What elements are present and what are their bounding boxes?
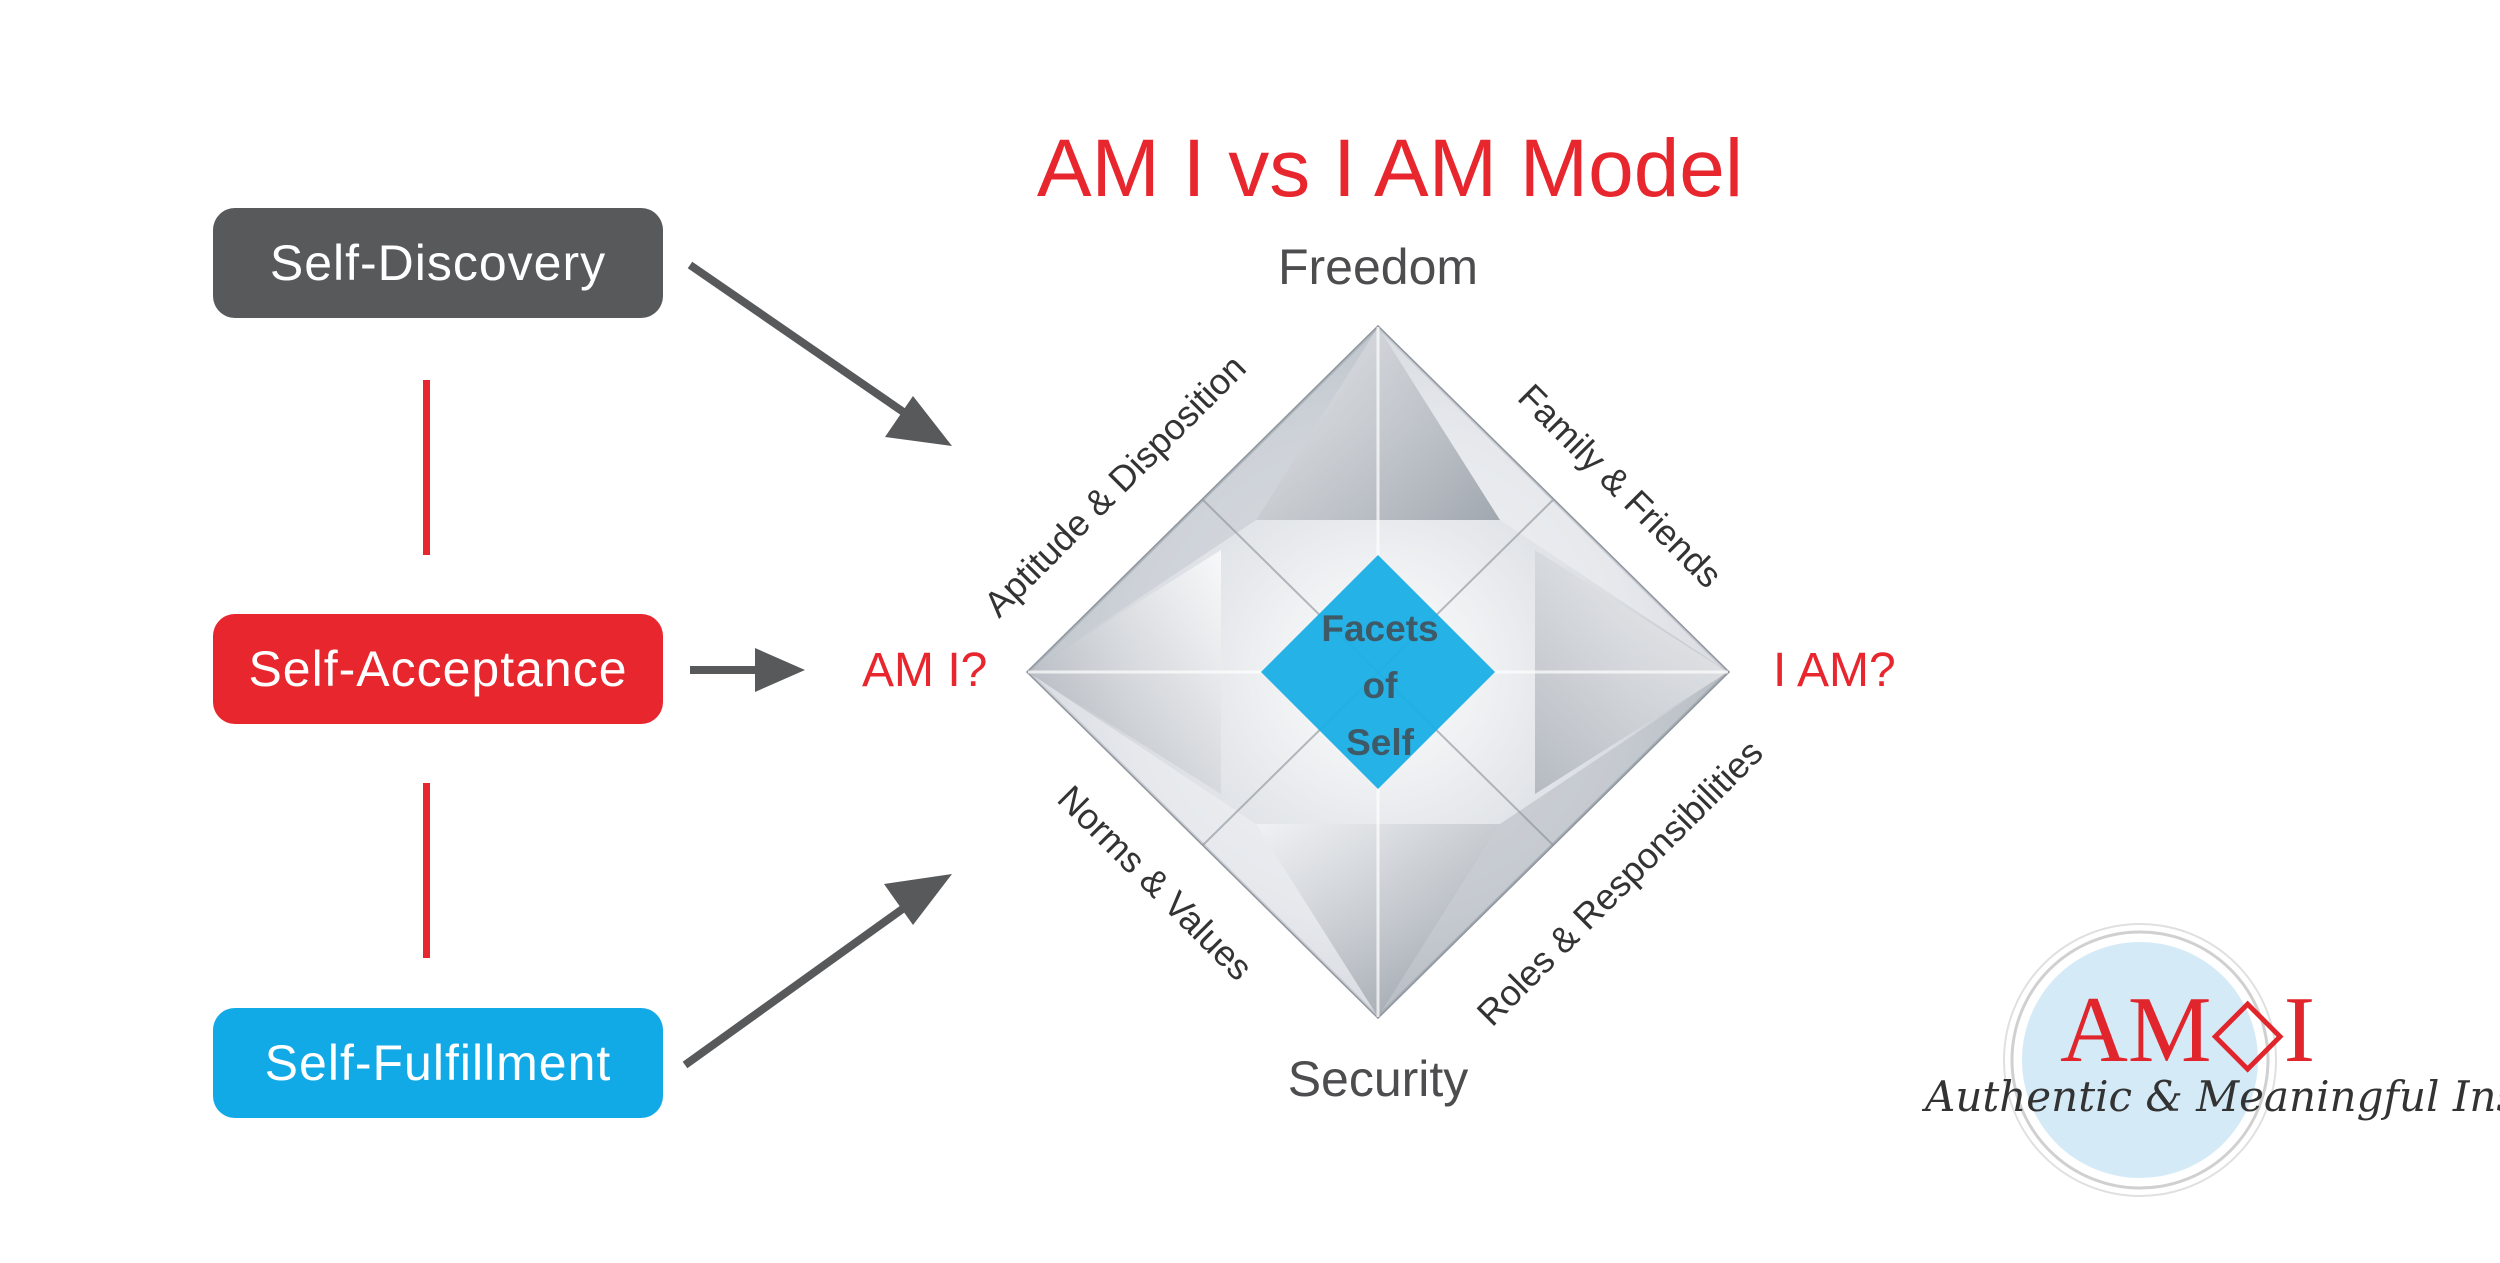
center-label-line1: Facets (1321, 608, 1439, 649)
arrow-middle (690, 648, 805, 692)
stage-connector-line (423, 783, 430, 958)
diagram-title: AM I vs I AM Model (1036, 123, 1744, 214)
stage-self-discovery: Self-Discovery (213, 208, 663, 318)
logo-wordmark: AM◇I (2060, 978, 2316, 1082)
logo-tagline: Authentic & Meaningful Insights (1925, 1072, 2500, 1121)
arrow-bottom (682, 874, 952, 1069)
pole-right-label: I AM? (1773, 644, 1896, 697)
center-facet-diamond (1261, 555, 1495, 789)
center-label-line2: of (1362, 665, 1398, 706)
stage-connector-line (423, 380, 430, 555)
arrow-top (687, 261, 952, 446)
pole-bottom-label: Security (1287, 1051, 1469, 1107)
center-label: Facets of Self (1270, 600, 1490, 771)
stage-self-acceptance: Self-Acceptance (213, 614, 663, 724)
diamond-gem (1025, 324, 1731, 1020)
center-label-line3: Self (1346, 722, 1414, 763)
stage-self-fulfillment: Self-Fulfillment (213, 1008, 663, 1118)
pole-left-label: AM I? (862, 644, 988, 697)
logo-mark (2003, 923, 2277, 1197)
pole-top-label: Freedom (1277, 239, 1479, 295)
